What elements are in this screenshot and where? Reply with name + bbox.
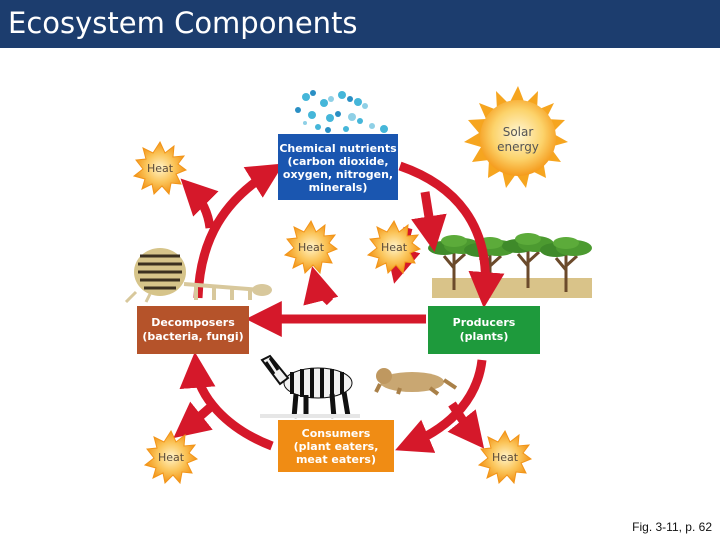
producers-line-1: Producers bbox=[453, 316, 516, 329]
nutrients-box: Chemical nutrients (carbon dioxide, oxyg… bbox=[278, 134, 398, 200]
heat-label-center-right: Heat bbox=[381, 241, 408, 254]
solar-label-2: energy bbox=[497, 140, 539, 154]
heat-burst-icon: Heat bbox=[478, 430, 532, 484]
figure-caption: Fig. 3-11, p. 62 bbox=[632, 520, 712, 534]
nutrients-line-2: (carbon dioxide, bbox=[287, 155, 388, 168]
heat-burst-icon: Heat bbox=[144, 430, 198, 484]
nutrients-line-1: Chemical nutrients bbox=[279, 142, 397, 155]
arrow-nutrients-to-producers bbox=[398, 161, 505, 309]
title-bar: Ecosystem Components bbox=[0, 0, 720, 48]
heat-label-top-left: Heat bbox=[147, 162, 174, 175]
zebra-carcass-icon bbox=[124, 248, 272, 304]
nutrients-line-4: minerals) bbox=[309, 181, 368, 194]
arrow-to-heat-center-left bbox=[303, 266, 339, 306]
slide-title: Ecosystem Components bbox=[8, 6, 358, 40]
solar-label-1: Solar bbox=[503, 125, 534, 139]
tree-icon bbox=[426, 231, 594, 298]
heat-burst-icon: Heat bbox=[367, 220, 421, 274]
heat-burst-icon: Heat bbox=[284, 220, 338, 274]
arrow-to-heat-bottomright bbox=[447, 401, 485, 449]
producers-line-2: (plants) bbox=[460, 330, 509, 343]
arrow-consumers-to-decomposers bbox=[179, 351, 274, 451]
zebra-icon bbox=[260, 354, 360, 419]
arrow-solar-to-producers bbox=[411, 191, 447, 252]
heat-label-center-left: Heat bbox=[298, 241, 325, 254]
arrow-decomposers-to-nutrients bbox=[193, 163, 284, 299]
arrow-to-heat-topleft bbox=[180, 178, 219, 229]
consumers-line-3: meat eaters) bbox=[296, 453, 376, 466]
consumers-line-1: Consumers bbox=[302, 427, 371, 440]
decomposers-box: Decomposers (bacteria, fungi) bbox=[137, 306, 249, 354]
nutrients-line-3: oxygen, nitrogen, bbox=[283, 168, 393, 181]
decomposers-line-1: Decomposers bbox=[151, 316, 235, 329]
heat-label-bottom-left: Heat bbox=[158, 451, 185, 464]
consumers-line-2: (plant eaters, bbox=[294, 440, 379, 453]
sun-icon: Solar energy bbox=[464, 86, 568, 188]
consumers-box: Consumers (plant eaters, meat eaters) bbox=[278, 420, 394, 472]
lioness-icon bbox=[374, 368, 458, 396]
arrow-to-heat-bottomleft bbox=[173, 400, 217, 439]
molecules-icon bbox=[295, 90, 388, 133]
heat-burst-icon: Heat bbox=[133, 141, 187, 195]
heat-label-bottom-right: Heat bbox=[492, 451, 519, 464]
producers-box: Producers (plants) bbox=[428, 306, 540, 354]
arrow-producers-to-consumers bbox=[395, 359, 487, 453]
decomposers-line-2: (bacteria, fungi) bbox=[142, 330, 243, 343]
